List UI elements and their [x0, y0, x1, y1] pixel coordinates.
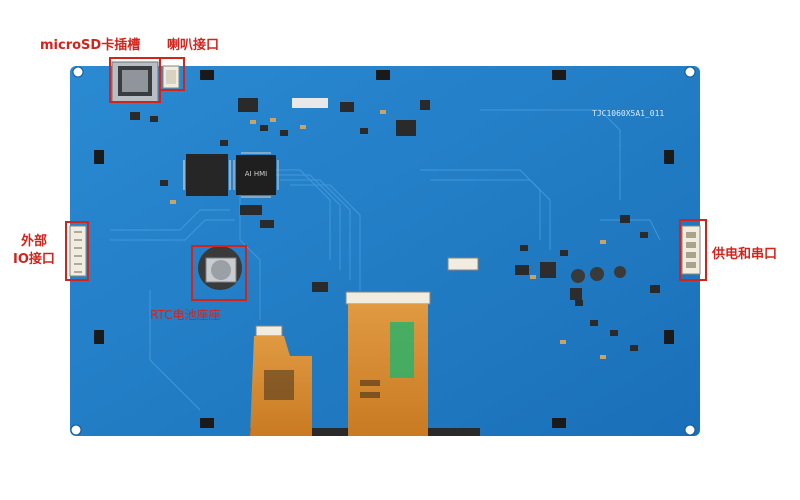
- speaker-connector: [162, 65, 180, 89]
- rtc-callout-box: [191, 245, 247, 301]
- power-serial-label: 供电和串口: [712, 247, 778, 262]
- touch-flex-cable: [250, 336, 312, 436]
- speaker-callout-box: [159, 57, 185, 91]
- speaker-label: 喇叭接口: [167, 38, 220, 53]
- lcd-flex-cable: [348, 304, 428, 436]
- flash-chip: [183, 154, 231, 196]
- fpc-connector: [447, 257, 479, 271]
- pcb-board: AI HMI TJC1060X5A1_011: [69, 61, 701, 436]
- microsd-slot: [111, 61, 159, 103]
- model-marking: TJC1060X5A1_011: [592, 109, 664, 118]
- external-io-label-line2: IO接口: [13, 252, 55, 267]
- chip-marking: AI HMI: [245, 170, 267, 178]
- touch-connector: [255, 325, 283, 337]
- microsd-label: microSD卡插槽: [40, 38, 141, 53]
- external-io-callout-box: [65, 221, 89, 281]
- external-io-label-line1: 外部: [20, 234, 47, 249]
- rtc-battery-holder: [198, 246, 242, 290]
- power-serial-connector: [681, 225, 701, 275]
- power-components: [540, 262, 626, 300]
- mcu-chip: AI HMI: [233, 152, 279, 198]
- rtc-label: RTC电池座座: [150, 308, 221, 322]
- power-serial-callout-box: [679, 219, 707, 281]
- external-io-connector: [69, 225, 87, 277]
- lcd-connector: [345, 291, 431, 305]
